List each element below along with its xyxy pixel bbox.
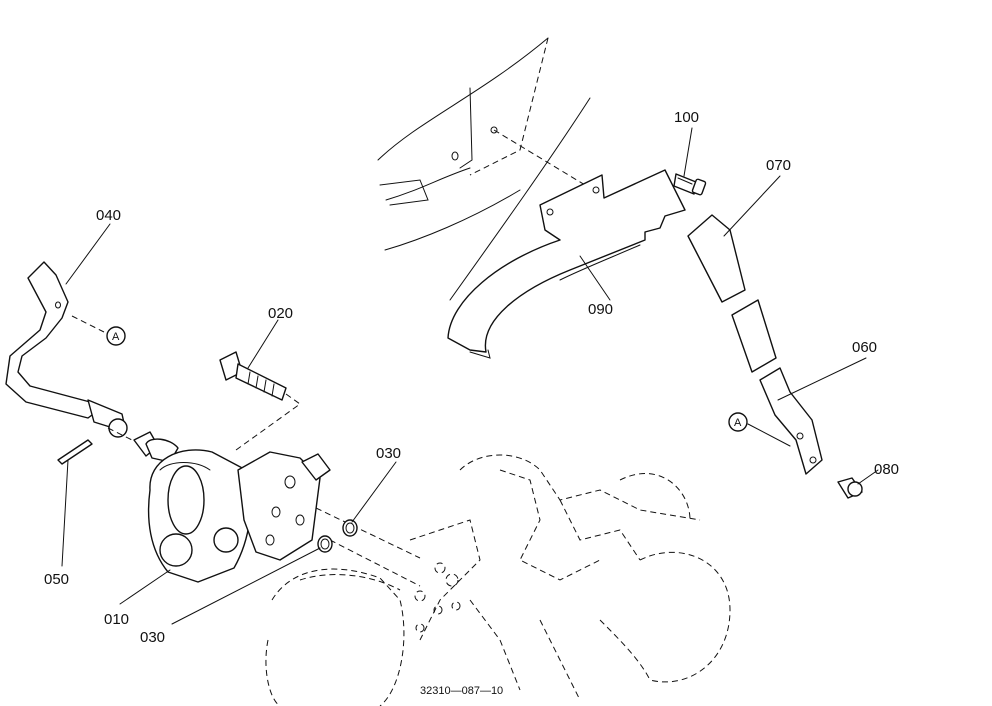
chassis-frame bbox=[377, 37, 591, 301]
part-label-100: 100 bbox=[674, 109, 699, 126]
reference-a-right-label: A bbox=[734, 417, 742, 429]
pad-070 bbox=[687, 214, 746, 303]
bracket-090 bbox=[447, 169, 686, 359]
part-label-040: 040 bbox=[96, 207, 121, 224]
bolt-020 bbox=[219, 351, 301, 451]
leader-lines bbox=[61, 127, 879, 625]
part-label-090: 090 bbox=[588, 301, 613, 318]
bolt-100 bbox=[673, 173, 707, 196]
valve-010 bbox=[107, 427, 421, 587]
part-label-070: 070 bbox=[766, 157, 791, 174]
plate-060 bbox=[731, 299, 823, 475]
pin-050 bbox=[57, 439, 93, 465]
drawing-code: 32310—087—10 bbox=[420, 685, 503, 697]
part-label-060: 060 bbox=[852, 339, 877, 356]
bolt-080 bbox=[837, 477, 863, 499]
part-label-010: 010 bbox=[104, 611, 129, 628]
reference-a-left: A bbox=[106, 326, 126, 346]
part-label-050: 050 bbox=[44, 571, 69, 588]
reference-a-right: A bbox=[728, 412, 748, 432]
part-label-030-bottom: 030 bbox=[140, 629, 165, 646]
o-rings-030 bbox=[317, 519, 358, 553]
part-label-080: 080 bbox=[874, 461, 899, 478]
engine-block bbox=[265, 454, 731, 706]
part-label-020: 020 bbox=[268, 305, 293, 322]
reference-a-left-label: A bbox=[112, 331, 120, 343]
part-label-030-top: 030 bbox=[376, 445, 401, 462]
rod-040 bbox=[5, 261, 128, 438]
